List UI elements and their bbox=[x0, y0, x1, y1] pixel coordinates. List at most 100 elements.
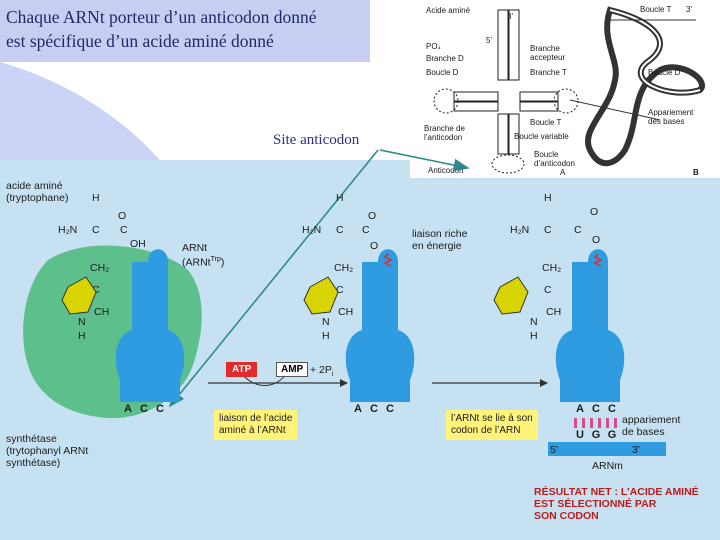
arrow-to-anticodon-diagram bbox=[379, 149, 470, 172]
result-text: RÉSULTAT NET : L’ACIDE AMINÉ EST SÉLECTI… bbox=[534, 486, 699, 522]
anticodon-3-base-1: A bbox=[576, 403, 584, 415]
result-line2: EST SÉLECTIONNÉ PAR bbox=[534, 498, 657, 510]
label-arnm: ARNm bbox=[592, 460, 623, 472]
anticodon-1-base-3: C bbox=[156, 403, 164, 415]
label-panel-b: B bbox=[693, 168, 699, 177]
box2-line2: codon de l’ARN bbox=[451, 425, 521, 436]
label-appariement-line1: appariement bbox=[622, 414, 681, 426]
anticodon-1-base-2: C bbox=[140, 403, 148, 415]
codon: U G G bbox=[572, 428, 620, 442]
label-appariement-bases: Appariement des bases bbox=[648, 108, 694, 126]
anticodon-3: A C C bbox=[572, 402, 620, 416]
chem-c-ring: C bbox=[92, 284, 100, 296]
chem-c-carboxyl-2: C bbox=[362, 224, 370, 236]
label-five-prime-mrna: 5' bbox=[550, 444, 558, 456]
result-line3: SON CODON bbox=[534, 510, 599, 522]
label-acide-amine-scheme: acide aminé (tryptophane) bbox=[6, 180, 68, 204]
anticodon-1: A C C bbox=[120, 402, 168, 416]
label-three-prime: 3' bbox=[507, 12, 513, 21]
anticodon-1-base-1: A bbox=[124, 403, 132, 415]
chem-c-alpha-3: C bbox=[544, 224, 552, 236]
pairing-bar-1 bbox=[574, 418, 577, 428]
label-liaison-riche-line2: en énergie bbox=[412, 240, 462, 252]
anticodon-3-base-2: C bbox=[592, 403, 600, 415]
indole-ring-2 bbox=[303, 276, 339, 315]
trna-molecule-2 bbox=[345, 249, 415, 402]
box1-line1: liaison de l’acide bbox=[219, 413, 293, 424]
box1-line2: aminé à l’ARNt bbox=[219, 425, 286, 436]
chem-oh: OH bbox=[130, 238, 146, 250]
label-acide-amine: Acide aminé bbox=[426, 6, 471, 15]
chem-h2n-3: H₂N bbox=[510, 224, 530, 236]
label-synthetase-line2: (trytophanyl ARNt bbox=[6, 445, 89, 457]
chem-n: N bbox=[78, 316, 86, 328]
chem-ch2-2: CH₂ bbox=[334, 262, 354, 274]
label-synthetase: synthétase (trytophanyl ARNt synthétase) bbox=[6, 433, 88, 469]
title-line-2: est spécifique d’un acide aminé donné bbox=[6, 31, 274, 51]
anticodon-3-base-3: C bbox=[608, 403, 616, 415]
mrna-strand bbox=[548, 442, 666, 456]
label-boucle-anticodon: Boucle d’anticodon bbox=[534, 150, 575, 168]
label-liaison-riche: liaison riche en énergie bbox=[412, 228, 467, 252]
chem-h-top-3: H bbox=[544, 192, 552, 204]
chem-ch-2: CH bbox=[338, 306, 354, 318]
label-branche-t: Branche T bbox=[530, 68, 567, 77]
label-three-prime-mrna: 3' bbox=[632, 444, 640, 456]
chem-n-3: N bbox=[530, 316, 538, 328]
pairing-bar-4 bbox=[598, 418, 601, 428]
label-branche-accepteur: Branche accepteur bbox=[530, 44, 566, 62]
indole-ring-1 bbox=[61, 276, 97, 315]
label-synthetase-line1: synthétase bbox=[6, 433, 57, 445]
result-line1: RÉSULTAT NET : L’ACIDE AMINÉ bbox=[534, 486, 699, 498]
chem-o: O bbox=[118, 210, 127, 222]
anticodon-2-base-3: C bbox=[386, 403, 394, 415]
chem-ch2: CH₂ bbox=[90, 262, 110, 274]
label-branche-d: Branche D bbox=[426, 54, 464, 63]
amino-acid-free: H O H₂N C C OH CH₂ C CH N H bbox=[58, 192, 178, 347]
chem-n-2: N bbox=[322, 316, 330, 328]
codon-base-1: U bbox=[576, 429, 584, 441]
indole-ring-3 bbox=[493, 276, 529, 315]
amino-acid-bound-1: H O H₂N C C O CH₂ C CH N H bbox=[290, 192, 410, 347]
label-acide-amine-line2: (tryptophane) bbox=[6, 192, 69, 204]
chem-h2n-2: H₂N bbox=[302, 224, 322, 236]
box-liaison-acide-amine: liaison de l’acide aminé à l’ARNt bbox=[214, 410, 298, 440]
label-five-prime: 5' bbox=[486, 36, 492, 45]
chem-o-2: O bbox=[368, 210, 377, 222]
chem-c-carboxyl: C bbox=[120, 224, 128, 236]
title-line-1: Chaque ARNt porteur d’un anticodon donné bbox=[6, 7, 317, 27]
chem-ch-3: CH bbox=[546, 306, 562, 318]
chem-ch: CH bbox=[94, 306, 110, 318]
box2-line1: l’ARNt se lie à son bbox=[451, 413, 533, 424]
arrow-to-anticodon-scheme bbox=[168, 149, 379, 408]
label-boucle-d-right: Boucle D bbox=[648, 68, 681, 77]
label-arnt: ARNt (ARNtTrp) bbox=[182, 242, 225, 269]
reaction-arrowhead-1 bbox=[340, 379, 348, 387]
label-arnt-line2: (ARNt bbox=[182, 256, 211, 269]
chem-c-alpha: C bbox=[92, 224, 100, 236]
reaction-arrowhead-2 bbox=[540, 379, 548, 387]
chem-c-alpha-2: C bbox=[336, 224, 344, 236]
trna-molecule-1 bbox=[115, 249, 185, 402]
chem-o-3: O bbox=[590, 206, 599, 218]
pairing-bar-6 bbox=[614, 418, 617, 428]
chem-h-top-2: H bbox=[336, 192, 344, 204]
label-appariement-scheme: appariement de bases bbox=[622, 414, 680, 438]
label-branche-anticodon: Branche de l’anticodon bbox=[424, 124, 465, 142]
chem-ch2-3: CH₂ bbox=[542, 262, 562, 274]
chem-h-bottom-3: H bbox=[530, 330, 538, 342]
anticodon-2-base-2: C bbox=[370, 403, 378, 415]
chem-o-ester-2: O bbox=[370, 240, 379, 252]
label-po4: PO₄ bbox=[426, 42, 441, 51]
label-boucle-t-mid: Boucle T bbox=[530, 118, 562, 127]
label-2pi-sub: i bbox=[331, 371, 334, 379]
chem-h2n: H₂N bbox=[58, 224, 78, 236]
label-panel-a: A bbox=[560, 168, 566, 177]
chem-c-carboxyl-3: C bbox=[574, 224, 582, 236]
pairing-bar-5 bbox=[606, 418, 609, 428]
energy-bond-1 bbox=[383, 253, 393, 267]
label-arnt-line1: ARNt bbox=[182, 242, 208, 254]
amino-acid-bound-2: H O H₂N C C O CH₂ C CH N H bbox=[493, 192, 614, 347]
pairing-bar-3 bbox=[590, 418, 593, 428]
